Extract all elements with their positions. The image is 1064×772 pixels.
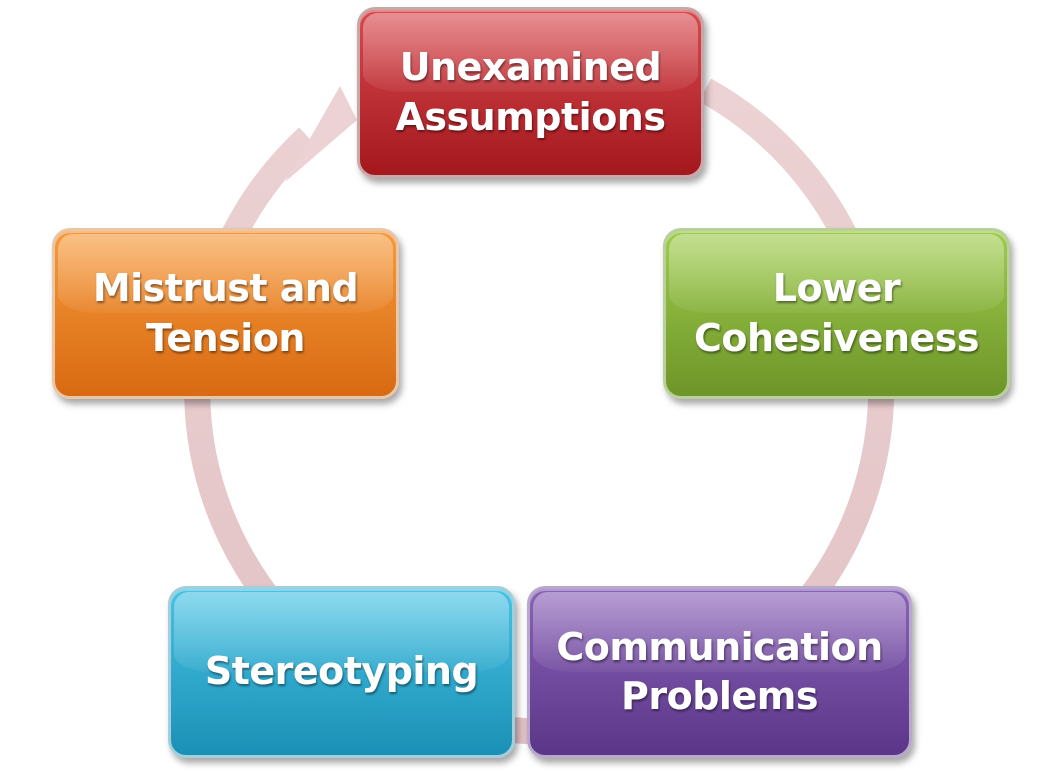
node-label: Communication Problems (556, 624, 883, 718)
cycle-arrow-head (285, 86, 357, 182)
node-label: Stereotyping (204, 649, 479, 694)
node-communication-problems: Communication Problems (527, 586, 912, 758)
node-lower-cohesiveness: Lower Cohesiveness (663, 228, 1010, 399)
node-stereotyping: Stereotyping (168, 586, 515, 758)
node-mistrust-and-tension: Mistrust and Tension (52, 228, 399, 399)
node-label: Mistrust and Tension (92, 266, 359, 360)
node-unexamined-assumptions: Unexamined Assumptions (357, 7, 704, 178)
node-label: Unexamined Assumptions (395, 45, 666, 139)
node-label: Lower Cohesiveness (693, 266, 980, 360)
